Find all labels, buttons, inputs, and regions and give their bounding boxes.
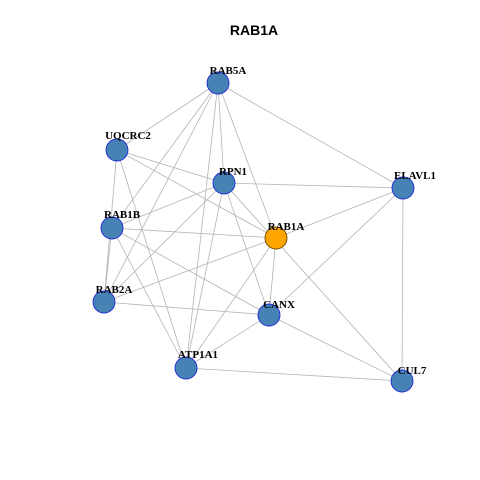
node-layer	[92, 71, 415, 393]
node-canx	[257, 303, 281, 327]
edge-rpn1-rab2a	[103, 182, 225, 303]
edge-rpn1-rab1b	[111, 182, 225, 229]
edge-rpn1-atp1a1	[185, 182, 225, 369]
edge-rab1b-canx	[111, 227, 270, 316]
node-rab1b	[100, 216, 124, 240]
edge-uqcrc2-rpn1	[116, 149, 225, 184]
node-cul7	[390, 369, 414, 393]
node-label-canx: CANX	[263, 299, 295, 311]
edge-elavl1-rab1a	[275, 187, 404, 239]
edge-atp1a1-cul7	[185, 367, 403, 382]
node-label-atp1a1: ATP1A1	[178, 349, 218, 361]
edge-rab1b-rab1a	[111, 227, 277, 239]
edge-rab1b-rab2a	[103, 227, 113, 303]
edge-uqcrc2-atp1a1	[116, 149, 187, 369]
node-label-rab5a: RAB5A	[210, 65, 247, 77]
edge-rab1a-rab2a	[103, 237, 277, 303]
edge-canx-atp1a1	[185, 314, 270, 369]
edge-rpn1-cul7	[223, 182, 403, 382]
node-uqcrc2	[105, 138, 129, 162]
node-elavl1	[391, 176, 415, 200]
edge-rab1a-canx	[268, 237, 277, 316]
edge-rab5a-elavl1	[217, 82, 404, 189]
node-rab2a	[92, 290, 116, 314]
node-label-elavl1: ELAVL1	[394, 170, 436, 182]
node-atp1a1	[174, 356, 198, 380]
node-rab1a	[264, 226, 288, 250]
edge-elavl1-canx	[268, 187, 404, 316]
node-label-rpn1: RPN1	[219, 166, 247, 178]
node-label-rab1a: RAB1A	[268, 221, 305, 233]
node-label-rab1b: RAB1B	[104, 209, 141, 221]
edge-canx-cul7	[268, 314, 403, 382]
node-label-uqcrc2: UQCRC2	[105, 130, 151, 142]
edge-rab1a-atp1a1	[185, 237, 277, 369]
edge-rab1b-atp1a1	[111, 227, 187, 369]
edge-rab5a-rpn1	[217, 82, 225, 184]
node-label-cul7: CUL7	[398, 365, 427, 377]
edge-rab5a-rab2a	[103, 82, 219, 303]
edge-rpn1-elavl1	[223, 182, 404, 189]
edge-rab5a-rab1a	[217, 82, 277, 239]
edge-rab5a-rab1b	[111, 82, 219, 229]
node-rab5a	[206, 71, 230, 95]
edge-rab2a-canx	[103, 301, 270, 316]
node-label-rab2a: RAB2A	[96, 284, 133, 296]
edge-rab5a-uqcrc2	[116, 82, 219, 151]
diagram-title: RAB1A	[230, 22, 278, 38]
node-rpn1	[212, 171, 236, 195]
edge-layer	[103, 82, 404, 382]
edge-rab5a-atp1a1	[185, 82, 219, 369]
edge-elavl1-cul7	[401, 187, 404, 382]
